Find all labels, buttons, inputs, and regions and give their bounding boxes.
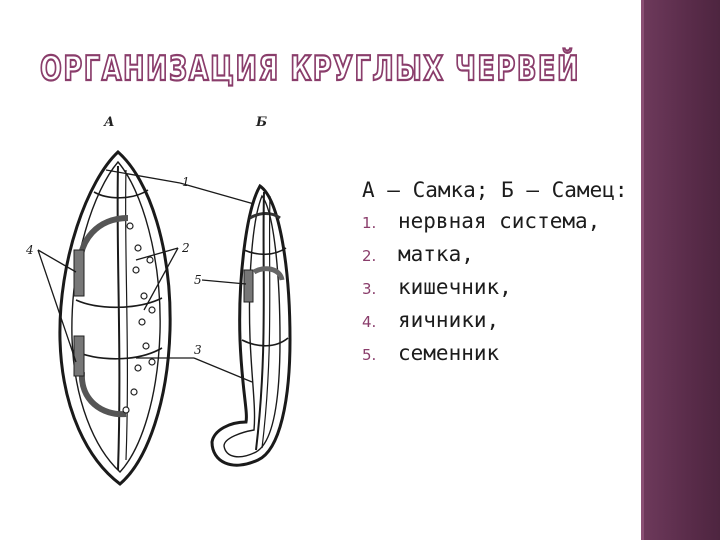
- side-accent-stripe: [641, 0, 644, 540]
- female-ovary-lower: [73, 335, 85, 377]
- female-ring-3: [71, 347, 163, 360]
- list-item-number: 3.: [362, 280, 377, 298]
- female-body-inner: [71, 160, 161, 473]
- callout-2: 2: [181, 241, 190, 255]
- slide-title-text: ОРГАНИЗАЦИЯ КРУГЛЫХ ЧЕРВЕЙ: [40, 48, 580, 89]
- male-nerve-ring: [249, 212, 281, 220]
- female-intestine-2: [124, 169, 129, 461]
- callout-3: 3: [194, 343, 202, 357]
- list-item-number: 5.: [362, 346, 377, 364]
- female-nerve-ring: [93, 189, 149, 199]
- worm-diagram-svg: А Б: [25, 115, 292, 486]
- male-body-inner: [223, 194, 281, 458]
- worm-diagram: А Б: [18, 100, 348, 500]
- callout-5: 5: [194, 273, 202, 287]
- slide-title: ОРГАНИЗАЦИЯ КРУГЛЫХ ЧЕРВЕЙ: [38, 36, 628, 96]
- female-worm: [58, 149, 172, 486]
- side-accent-bar: [641, 0, 720, 540]
- male-worm: [210, 183, 292, 467]
- male-testis-duct: [252, 266, 285, 281]
- legend-list: 1. нервная система, 2. матка, 3. кишечни…: [362, 206, 637, 371]
- list-item-text: нервная система,: [398, 209, 601, 233]
- label-female: А: [103, 115, 115, 130]
- list-item-number: 2.: [362, 247, 377, 265]
- label-male: Б: [255, 115, 267, 130]
- list-item-number: 1.: [362, 214, 377, 232]
- male-ring-2: [243, 247, 287, 256]
- male-body-outline: [210, 183, 292, 467]
- female-body-outline: [58, 149, 172, 486]
- list-item-number: 4.: [362, 313, 377, 331]
- female-ovary-upper: [73, 249, 85, 297]
- list-item: 5. семенник: [362, 338, 637, 371]
- slide-title-svg: ОРГАНИЗАЦИЯ КРУГЛЫХ ЧЕРВЕЙ: [39, 47, 580, 90]
- legend-heading: А – Самка; Б – Самец:: [362, 178, 628, 202]
- list-item: 2. матка,: [362, 239, 637, 272]
- legend: А – Самка; Б – Самец: 1. нервная система…: [362, 175, 637, 371]
- male-intestine-2: [261, 195, 271, 449]
- female-intestine: [116, 165, 121, 471]
- callout-lines: [37, 169, 255, 383]
- list-item-text: матка,: [398, 242, 474, 266]
- male-testis: [243, 269, 254, 303]
- male-ring-3: [241, 337, 289, 347]
- female-eggs: [122, 222, 156, 414]
- list-item: 1. нервная система,: [362, 206, 637, 239]
- list-item-text: кишечник,: [398, 275, 512, 299]
- list-item-text: семенник: [398, 341, 500, 365]
- female-uterus-lower: [78, 371, 127, 418]
- callout-4: 4: [25, 243, 34, 257]
- list-item: 3. кишечник,: [362, 272, 637, 305]
- list-item: 4. яичники,: [362, 305, 637, 338]
- male-intestine: [255, 191, 265, 451]
- list-item-text: яичники,: [398, 308, 500, 332]
- callout-1: 1: [182, 175, 190, 189]
